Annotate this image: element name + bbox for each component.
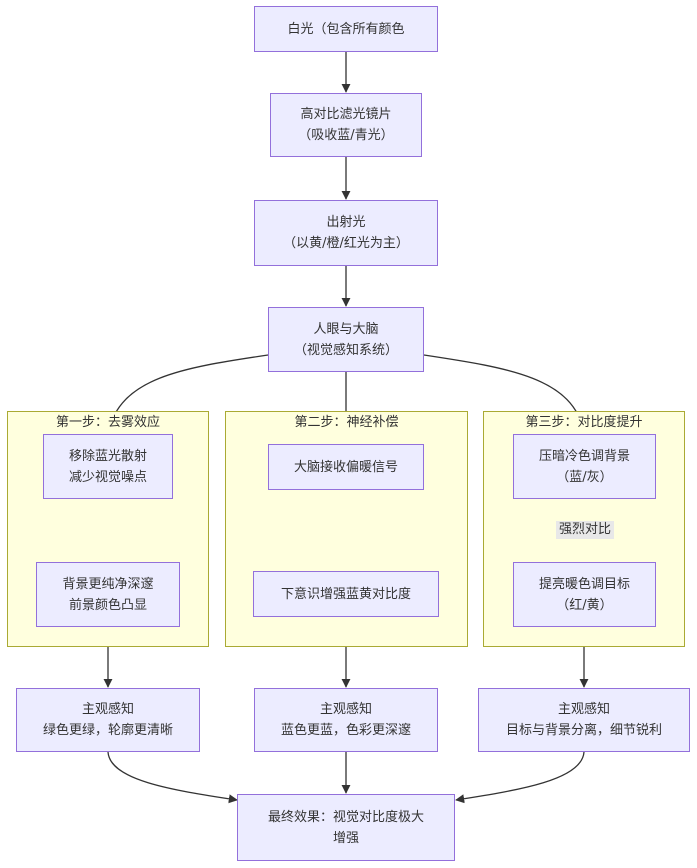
node-brain-receive: 大脑接收偏暖信号	[268, 444, 424, 490]
node-filter: 高对比滤光镜片 （吸收蓝/青光）	[270, 93, 422, 157]
edge-label-strong-contrast: 强烈对比	[556, 521, 615, 539]
node-boost-warm-line-2: （红/黄）	[556, 597, 613, 613]
node-remove-blue: 移除蓝光散射 减少视觉噪点	[43, 434, 173, 499]
node-bg-pure-line-2: 前景颜色凸显	[68, 597, 147, 613]
edge-green-to-final	[107, 751, 238, 804]
node-perceive-blue-line-2: 蓝色更蓝，色彩更深邃	[280, 723, 411, 738]
group-step2-title: 第二步：神经补偿	[294, 415, 399, 430]
node-boost-warm-line-1: 提亮暖色调目标	[538, 576, 630, 592]
node-suppress-cool-line-1: 压暗冷色调背景	[538, 448, 630, 464]
node-suppress-cool-line-2: （蓝/灰）	[556, 469, 613, 485]
node-brain-receive-line-1: 大脑接收偏暖信号	[293, 459, 398, 475]
node-perceive-green-line-2: 绿色更绿，轮廓更清晰	[42, 723, 173, 738]
node-eye-brain-line-2: （视觉感知系统）	[293, 342, 398, 358]
node-emitted: 出射光 （以黄/橙/红光为主）	[254, 200, 438, 266]
node-perceive-green-line-1: 主观感知	[81, 702, 134, 717]
node-white-light: 白光（包含所有颜色	[254, 6, 438, 52]
node-subconscious: 下意识增强蓝黄对比度	[253, 571, 439, 617]
edge-target-to-final	[455, 751, 585, 804]
node-perceive-blue: 主观感知 蓝色更蓝，色彩更深邃	[254, 688, 438, 752]
node-filter-line-1: 高对比滤光镜片	[300, 107, 392, 122]
node-suppress-cool: 压暗冷色调背景 （蓝/灰）	[513, 434, 656, 499]
group-step3-title: 第三步：对比度提升	[525, 415, 643, 430]
node-emitted-line-1: 出射光	[326, 215, 366, 230]
node-eye-brain-line-1: 人眼与大脑	[313, 321, 379, 337]
node-final-line-2: 增强	[332, 830, 359, 846]
node-boost-warm: 提亮暖色调目标 （红/黄）	[513, 562, 656, 627]
group-step1-title: 第一步：去雾效应	[55, 415, 160, 430]
node-perceive-green: 主观感知 绿色更绿，轮廓更清晰	[16, 688, 200, 752]
node-eye-brain: 人眼与大脑 （视觉感知系统）	[268, 307, 424, 372]
node-perceive-target-line-2: 目标与背景分离，细节锐利	[505, 723, 662, 738]
node-final-line-1: 最终效果：视觉对比度极大	[267, 809, 424, 825]
node-subconscious-line-1: 下意识增强蓝黄对比度	[280, 586, 411, 602]
node-filter-line-2: （吸收蓝/青光）	[298, 128, 394, 143]
node-perceive-target-line-1: 主观感知	[557, 702, 610, 717]
node-perceive-blue-line-1: 主观感知	[319, 702, 372, 717]
node-bg-pure-line-1: 背景更纯净深邃	[62, 576, 154, 592]
node-perceive-target: 主观感知 目标与背景分离，细节锐利	[478, 688, 690, 752]
node-bg-pure: 背景更纯净深邃 前景颜色凸显	[36, 562, 180, 627]
node-final: 最终效果：视觉对比度极大 增强	[237, 794, 455, 861]
node-remove-blue-line-2: 减少视觉噪点	[68, 469, 147, 485]
node-remove-blue-line-1: 移除蓝光散射	[68, 448, 147, 464]
node-emitted-line-2: （以黄/橙/红光为主）	[283, 236, 409, 251]
node-white-light-line-1: 白光（包含所有颜色	[287, 21, 405, 37]
